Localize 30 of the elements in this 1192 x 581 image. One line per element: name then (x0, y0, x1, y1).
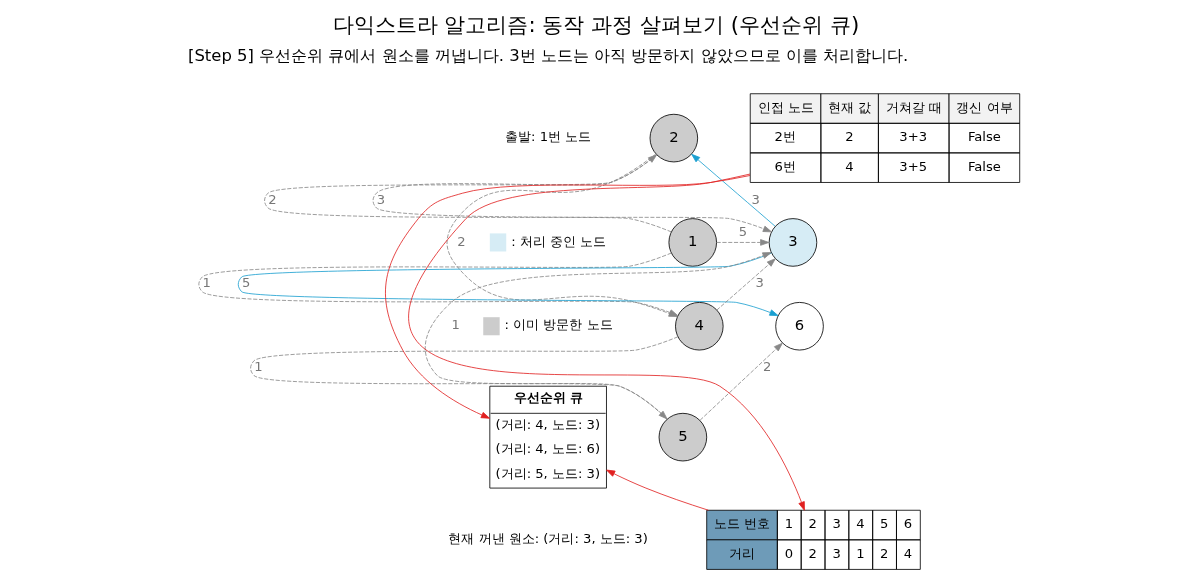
legend-label: : 처리 중인 노드 (511, 233, 607, 249)
diagram-title: 다익스트라 알고리즘: 동작 과정 살펴보기 (우선순위 큐) (332, 11, 860, 37)
label: 현재 꺼낸 원소: (거리: 3, 노드: 3) (448, 530, 648, 546)
edge-label: 5 (242, 275, 251, 291)
arrow (237, 252, 779, 317)
arrow (385, 175, 751, 419)
node-circle: 1 (668, 218, 717, 267)
edge-label: 2 (268, 191, 277, 207)
edge-label: 3 (755, 275, 764, 291)
arrow (716, 258, 776, 311)
label: [Step 5] 우선순위 큐에서 원소를 꺼냅니다. 3번 노드는 아직 방문하지 않았으므로 이를 처리합니다. (188, 45, 909, 65)
label: 출발: 1번 노드 (505, 129, 592, 145)
arrow (424, 252, 772, 420)
edge-label: 1 (451, 317, 460, 333)
edge-label: 1 (254, 359, 263, 375)
edge-label: 2 (762, 359, 772, 375)
arrow (606, 469, 709, 511)
arrow (699, 342, 783, 421)
arrow (409, 173, 805, 511)
node-circle: 4 (675, 302, 724, 351)
arrow (198, 252, 679, 317)
edge-label: 3 (751, 191, 760, 207)
edge-label: 2 (457, 233, 466, 249)
edge-label: 5 (738, 223, 748, 239)
arrow (250, 336, 679, 420)
edge-label: 1 (202, 275, 211, 291)
edge-label: 3 (376, 191, 386, 207)
arrow (691, 153, 776, 227)
legend-label: : 이미 방문한 노드 (504, 317, 613, 333)
arrow (716, 239, 770, 246)
